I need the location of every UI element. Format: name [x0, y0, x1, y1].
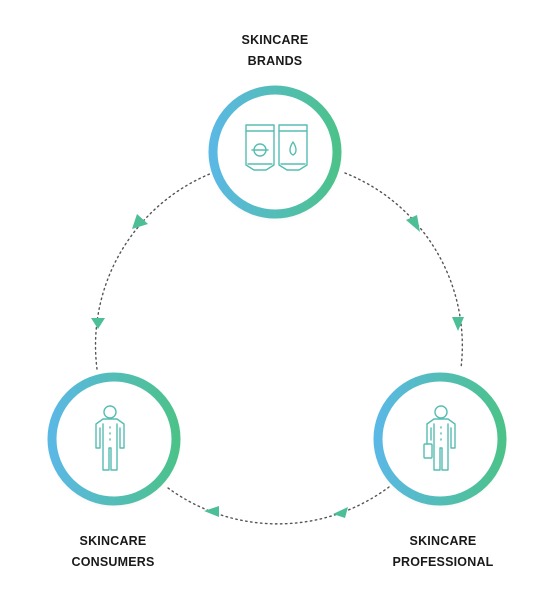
node-skincare-consumers — [47, 372, 181, 506]
node-skincare-brands — [208, 85, 342, 219]
label-consumers-line2: CONSUMERS — [71, 555, 155, 569]
consumers-ring — [47, 372, 181, 506]
label-consumers-line1: SKINCARE — [79, 534, 147, 548]
arrow-left-upper — [132, 214, 148, 229]
arrow-bottom-right — [333, 507, 348, 518]
label-brands-line1: SKINCARE — [241, 33, 309, 47]
professional-with-bag-icon — [423, 405, 456, 471]
arc-brands-to-professional — [344, 172, 464, 369]
arrowheads — [91, 214, 464, 518]
label-skincare-brands: SKINCARE BRANDS — [195, 30, 355, 72]
skincare-tubes-icon — [245, 124, 308, 171]
arrow-left-lower — [91, 318, 105, 329]
arc-professional-to-consumers — [167, 486, 390, 525]
arc-consumers-to-brands — [94, 172, 213, 370]
label-professional-line2: PROFESSIONAL — [392, 555, 494, 569]
label-professional-line1: SKINCARE — [409, 534, 477, 548]
arrow-bottom-left — [204, 506, 219, 517]
person-icon — [95, 405, 125, 471]
label-brands-line2: BRANDS — [247, 54, 303, 68]
label-skincare-professional: SKINCARE PROFESSIONAL — [363, 531, 523, 573]
arrow-right-upper — [406, 215, 420, 232]
connector-arcs — [94, 172, 464, 525]
node-skincare-professional — [373, 372, 507, 506]
arrow-right-lower — [452, 317, 464, 331]
professional-ring — [373, 372, 507, 506]
label-skincare-consumers: SKINCARE CONSUMERS — [33, 531, 193, 573]
brands-ring — [208, 85, 342, 219]
